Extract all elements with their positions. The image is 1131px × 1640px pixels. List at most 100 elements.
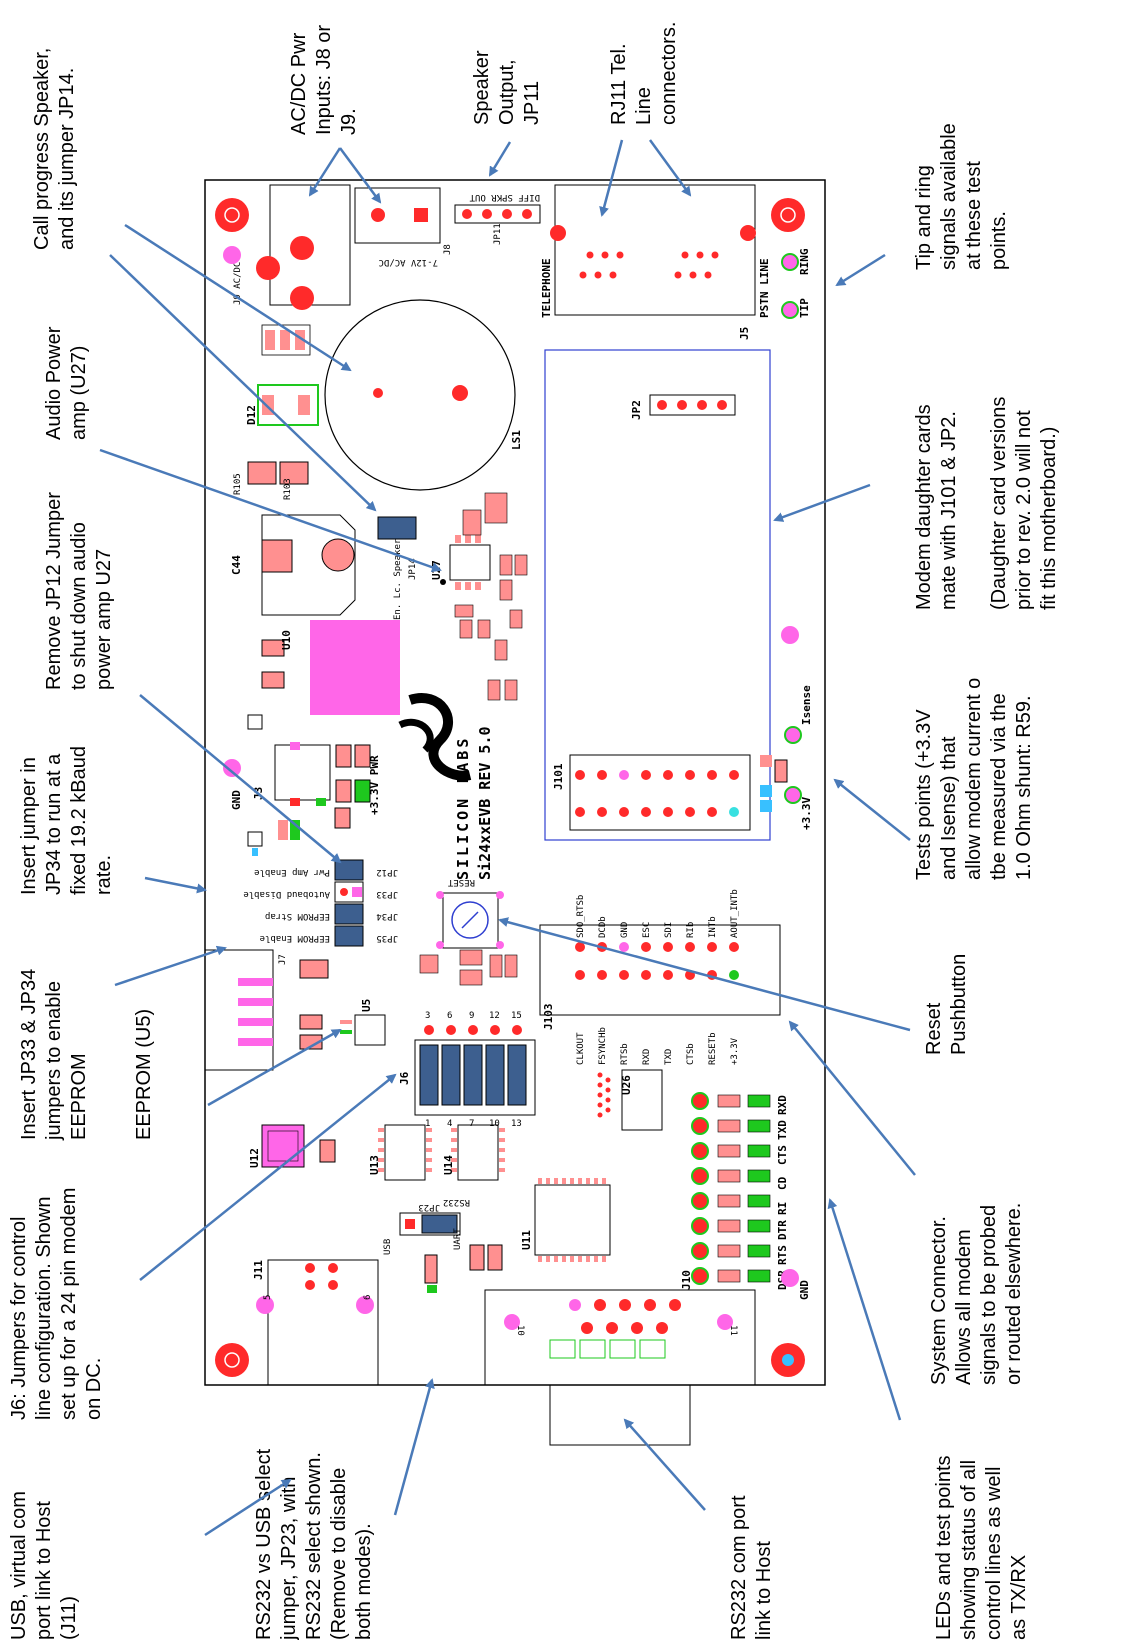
led-resistor xyxy=(717,1244,741,1258)
j9-label: J9 AC/DC xyxy=(233,262,243,305)
gnd-testpoint-mid xyxy=(781,626,799,644)
sys-pin-right-label: CLKOUT xyxy=(576,1032,586,1065)
jp12-label: JP12 xyxy=(376,867,398,877)
status-led xyxy=(747,1194,771,1208)
sys-pin-left-label: RIb xyxy=(686,922,696,938)
daughter-card-outline xyxy=(544,349,771,841)
led-label: CTS xyxy=(776,1145,789,1165)
r105-label: R105 xyxy=(233,473,243,495)
jp11-label: JP11 xyxy=(493,223,503,245)
u13-label: U13 xyxy=(368,1155,381,1175)
j11-usb-connector: 5 6 J11 xyxy=(252,1259,379,1386)
u14-label: U14 xyxy=(442,1155,455,1175)
status-led xyxy=(747,1169,771,1183)
status-led-row: RTS xyxy=(691,1242,789,1265)
pwr-input-label: 7-12V AC/DC xyxy=(378,257,438,267)
ls1-speaker: LS1 xyxy=(324,299,523,491)
sys-pin-right-label: TXD xyxy=(664,1049,674,1065)
jp35-label: JP35 xyxy=(376,933,398,943)
led-label: DTR xyxy=(776,1220,789,1240)
status-led xyxy=(747,1244,771,1258)
gnd-testpoint-left xyxy=(223,759,241,777)
mounting-holes xyxy=(215,198,805,1377)
pink-testpoint-top xyxy=(223,246,241,264)
j6-label: J6 xyxy=(398,1071,411,1085)
u10-regulator: U10 xyxy=(261,620,400,715)
sys-pin-left-label: SDO_RTSb xyxy=(576,895,586,938)
pstn-line-label: PSTN LINE xyxy=(758,258,771,318)
led-resistor xyxy=(717,1119,741,1133)
ring-label: RING xyxy=(798,248,811,275)
status-led-row: DTR xyxy=(691,1217,789,1240)
j6-num-1: 1 xyxy=(425,1119,430,1129)
led-label: TXD xyxy=(776,1120,789,1140)
j6-num-9: 9 xyxy=(469,1011,474,1021)
telephone-label: TELEPHONE xyxy=(540,258,553,318)
gnd-label-left: GND xyxy=(230,790,243,810)
jp35-text: EEPROM Enable xyxy=(260,933,330,943)
led-testpoint xyxy=(691,1117,709,1135)
u5-eeprom: U5 xyxy=(299,959,386,1050)
u5-label: U5 xyxy=(360,999,373,1012)
j103-label: J103 xyxy=(542,1004,555,1031)
power-led-section: J3 +3.3V PWR xyxy=(247,714,381,856)
jp14-jumper: JP14 En. Lc. Speaker xyxy=(377,516,418,620)
u26-label: U26 xyxy=(620,1075,633,1095)
status-led xyxy=(747,1269,771,1283)
rs232-db9-connector: 10 11 J10 xyxy=(484,1270,756,1446)
u12-label: U12 xyxy=(248,1148,261,1168)
d49-u18 xyxy=(419,949,518,986)
tip-label: TIP xyxy=(798,298,811,318)
status-led-column: RXDTXDCTSCDRIDTRRTSDSR GND xyxy=(691,1092,811,1300)
j11-label: J11 xyxy=(252,1260,265,1280)
j6-num-3: 3 xyxy=(425,1011,430,1021)
pointer-arrows xyxy=(99,139,916,1537)
led-testpoint xyxy=(691,1167,709,1185)
led-testpoint xyxy=(691,1192,709,1210)
regulator-section: D12 R105 R103 xyxy=(233,324,319,500)
jp2-header: JP2 xyxy=(630,394,736,420)
spkr-out-label: DIFF SPKR OUT xyxy=(469,192,540,202)
sys-pin-right-label: RTSb xyxy=(620,1043,630,1065)
led-label: RTS xyxy=(776,1245,789,1265)
j6-jumper-block: 3 6 9 12 15 1 4 7 10 13 J6 xyxy=(398,1011,536,1129)
usb-pin-5: 5 xyxy=(263,1295,273,1300)
jp34-text: EEPROM Strap xyxy=(265,911,330,921)
callout-call-progress: Call progress Speaker,and its jumper JP1… xyxy=(31,48,78,250)
u10-label: U10 xyxy=(280,630,293,650)
status-led-row: TXD xyxy=(691,1117,789,1140)
led-label: RI xyxy=(776,1202,789,1215)
j6-num-12: 12 xyxy=(489,1011,500,1021)
led-label: CD xyxy=(776,1176,789,1190)
usb-pin-6: 6 xyxy=(363,1295,373,1300)
led-testpoint xyxy=(691,1242,709,1260)
sys-pin-right-label: CTSb xyxy=(686,1043,696,1065)
c44-label: C44 xyxy=(230,555,243,575)
j8-label: J8 xyxy=(443,244,453,255)
status-led xyxy=(747,1144,771,1158)
status-led-row: RXD xyxy=(691,1092,789,1115)
sys-pin-left-label: INTb xyxy=(708,916,718,938)
brand-label: SILICON LABS xyxy=(454,736,472,880)
rj11-connectors: TELEPHONE J5 xyxy=(540,184,756,340)
jp2-label: JP2 xyxy=(630,400,643,420)
led-resistor xyxy=(717,1169,741,1183)
led-testpoint xyxy=(691,1142,709,1160)
status-led-row: CD xyxy=(691,1167,789,1190)
jp14-label: JP14 xyxy=(408,558,418,580)
status-led xyxy=(747,1219,771,1233)
jp12-text: Pwr Amp Enable xyxy=(254,867,330,877)
jp33-label: JP33 xyxy=(376,889,398,899)
status-led-row: RI xyxy=(691,1192,789,1215)
